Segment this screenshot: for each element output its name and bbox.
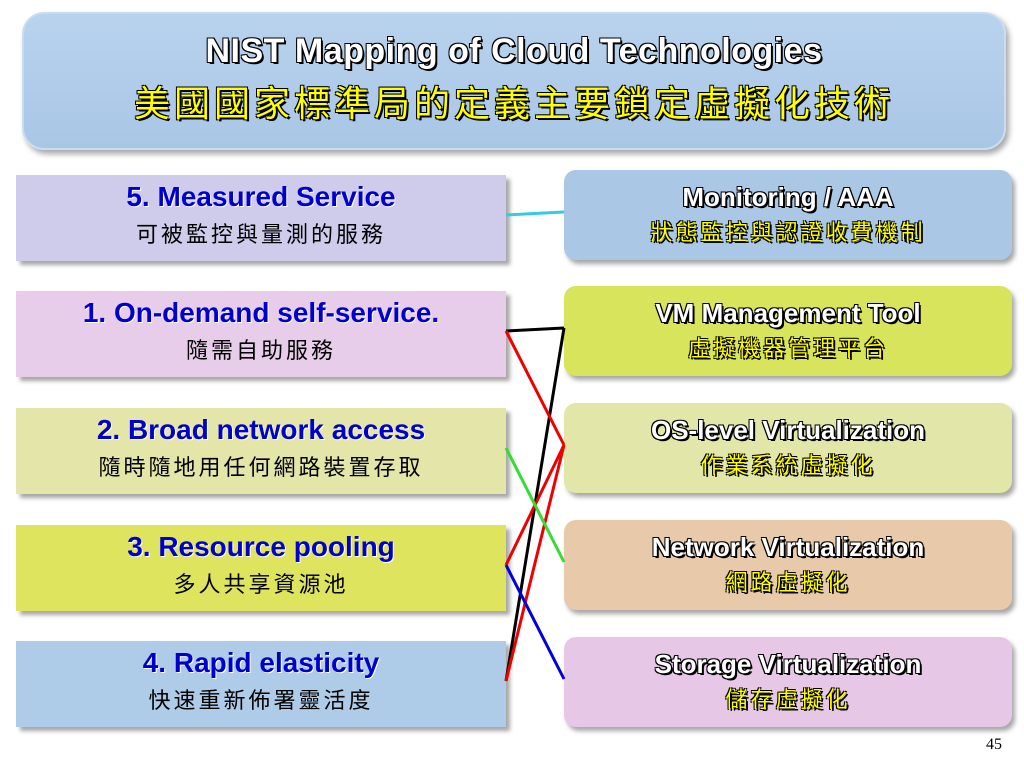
technology-label-zh: 網路虛擬化 bbox=[725, 571, 851, 596]
technology-box-storage-virtualization: Storage Virtualization 儲存虛擬化 bbox=[564, 637, 1012, 727]
connector-line-0-0 bbox=[505, 210, 565, 217]
technology-box-os-virtualization: OS-level Virtualization 作業系統虛擬化 bbox=[564, 403, 1012, 493]
connector-line-1-1 bbox=[505, 326, 565, 333]
connector-line-1-2 bbox=[504, 330, 566, 446]
connector-line-4-2 bbox=[504, 444, 566, 682]
characteristic-box-resource-pooling: 3. Resource pooling 多人共享資源池 bbox=[16, 525, 506, 611]
connector-line-3-4 bbox=[504, 564, 566, 680]
characteristic-label-zh: 隨需自助服務 bbox=[185, 339, 336, 364]
characteristic-box-broad-network: 2. Broad network access 隨時隨地用任何網路裝置存取 bbox=[16, 408, 506, 494]
technology-label-zh: 儲存虛擬化 bbox=[725, 688, 851, 713]
characteristic-label-en: 5. Measured Service bbox=[126, 181, 396, 212]
title-banner: NIST Mapping of Cloud Technologies 美國國家標… bbox=[22, 12, 1006, 150]
characteristic-box-on-demand: 1. On-demand self-service. 隨需自助服務 bbox=[16, 291, 506, 377]
page-number: 45 bbox=[986, 736, 1002, 753]
technology-label-zh: 狀態監控與認證收費機制 bbox=[650, 221, 926, 246]
characteristic-label-en: 1. On-demand self-service. bbox=[82, 297, 440, 328]
technology-box-vm-management: VM Management Tool 虛擬機器管理平台 bbox=[564, 286, 1012, 376]
technology-box-network-virtualization: Network Virtualization 網路虛擬化 bbox=[564, 520, 1012, 610]
technology-label-en: Network Virtualization bbox=[651, 532, 925, 562]
characteristic-label-en: 3. Resource pooling bbox=[127, 531, 395, 562]
technology-label-en: Monitoring / AAA bbox=[682, 182, 894, 212]
characteristic-label-en: 2. Broad network access bbox=[96, 414, 426, 445]
characteristic-label-zh: 多人共享資源池 bbox=[173, 573, 349, 598]
technology-label-zh: 作業系統虛擬化 bbox=[700, 454, 876, 479]
title-chinese: 美國國家標準局的定義主要鎖定虛擬化技術 bbox=[133, 84, 894, 125]
characteristic-box-measured-service: 5. Measured Service 可被監控與量測的服務 bbox=[16, 175, 506, 261]
technology-label-en: Storage Virtualization bbox=[654, 649, 922, 679]
characteristic-label-zh: 可被監控與量測的服務 bbox=[135, 223, 386, 248]
technology-label-zh: 虛擬機器管理平台 bbox=[687, 337, 888, 362]
characteristic-box-rapid-elasticity: 4. Rapid elasticity 快速重新佈署靈活度 bbox=[16, 641, 506, 727]
technology-box-monitoring: Monitoring / AAA 狀態監控與認證收費機制 bbox=[564, 170, 1012, 260]
connector-line-2-3 bbox=[504, 447, 566, 563]
title-english: NIST Mapping of Cloud Technologies bbox=[205, 32, 823, 70]
characteristic-label-zh: 隨時隨地用任何網路裝置存取 bbox=[98, 456, 424, 481]
characteristic-label-zh: 快速重新佈署靈活度 bbox=[148, 689, 374, 714]
technology-label-en: VM Management Tool bbox=[655, 298, 921, 328]
technology-label-en: OS-level Virtualization bbox=[650, 415, 926, 445]
characteristic-label-en: 4. Rapid elasticity bbox=[142, 647, 380, 678]
